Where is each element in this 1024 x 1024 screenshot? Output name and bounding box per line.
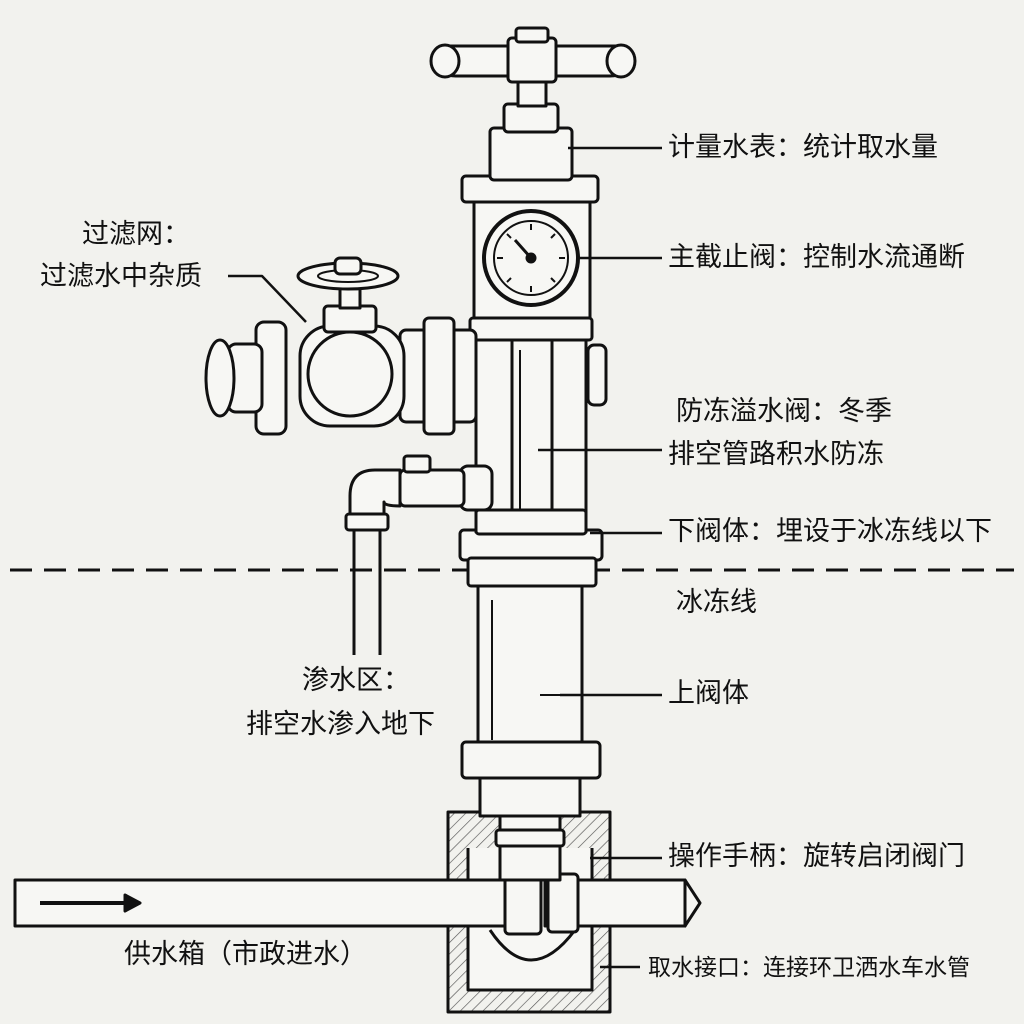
side-handwheel-icon (296, 256, 400, 310)
label-handle: 操作手柄：旋转启闭阀门 (668, 841, 965, 872)
upper-body (460, 578, 602, 818)
label-lower-body: 下阀体：埋设于冰冻线以下 (668, 516, 992, 547)
label-overflow-valve-1: 防冻溢水阀：冬季 (676, 396, 892, 427)
label-upper-body: 上阀体 (668, 678, 749, 709)
drain-pipe (344, 454, 494, 655)
label-outlet: 取水接口：连接环卫洒水车水管 (648, 955, 970, 981)
top-handle-icon (429, 26, 637, 84)
label-frost-line: 冰冻线 (676, 587, 757, 618)
leader-lines (228, 146, 662, 969)
side-valve (204, 304, 478, 436)
label-filter-2: 过滤水中杂质 (40, 261, 202, 292)
gauge-icon (482, 209, 580, 307)
supply-pipe (13, 870, 702, 936)
label-seepage-1: 渗水区： (302, 665, 410, 696)
label-seepage-2: 排空水渗入地下 (246, 709, 435, 740)
label-meter: 计量水表：统计取水量 (668, 132, 938, 163)
label-overflow-valve-2: 排空管路积水防冻 (668, 439, 884, 470)
label-main-valve: 主截止阀：控制水流通断 (668, 242, 965, 273)
frost-flange (458, 528, 604, 588)
label-supply: 供水箱（市政进水） (124, 939, 367, 970)
label-filter-1: 过滤网： (82, 219, 190, 250)
lower-body (474, 318, 608, 536)
top-bonnet (488, 76, 574, 182)
